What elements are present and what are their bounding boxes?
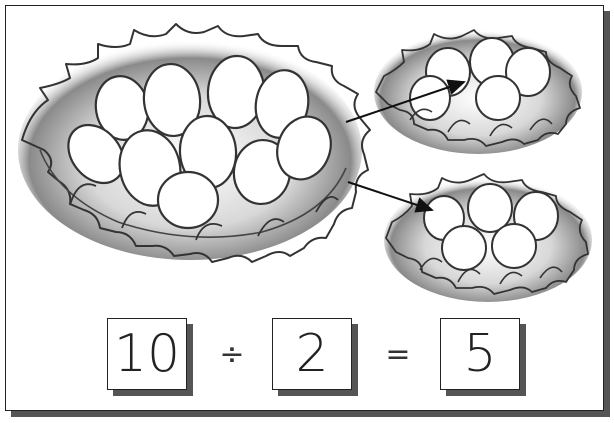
divisor-value: 2 [295,324,328,384]
divide-sign: ÷ [208,318,256,390]
egg [442,226,486,270]
quotient-value: 5 [463,324,496,384]
large-nest [18,24,370,262]
egg [158,172,218,228]
egg [492,224,536,268]
dividend-box: 10 [107,318,187,390]
quotient-box: 5 [440,318,520,390]
small-nest-bottom [384,174,592,302]
small-nest-top [374,30,582,154]
equals-sign: = [374,318,422,390]
dividend-value: 10 [114,324,180,384]
divisor-box: 2 [272,318,352,390]
egg [476,76,520,120]
